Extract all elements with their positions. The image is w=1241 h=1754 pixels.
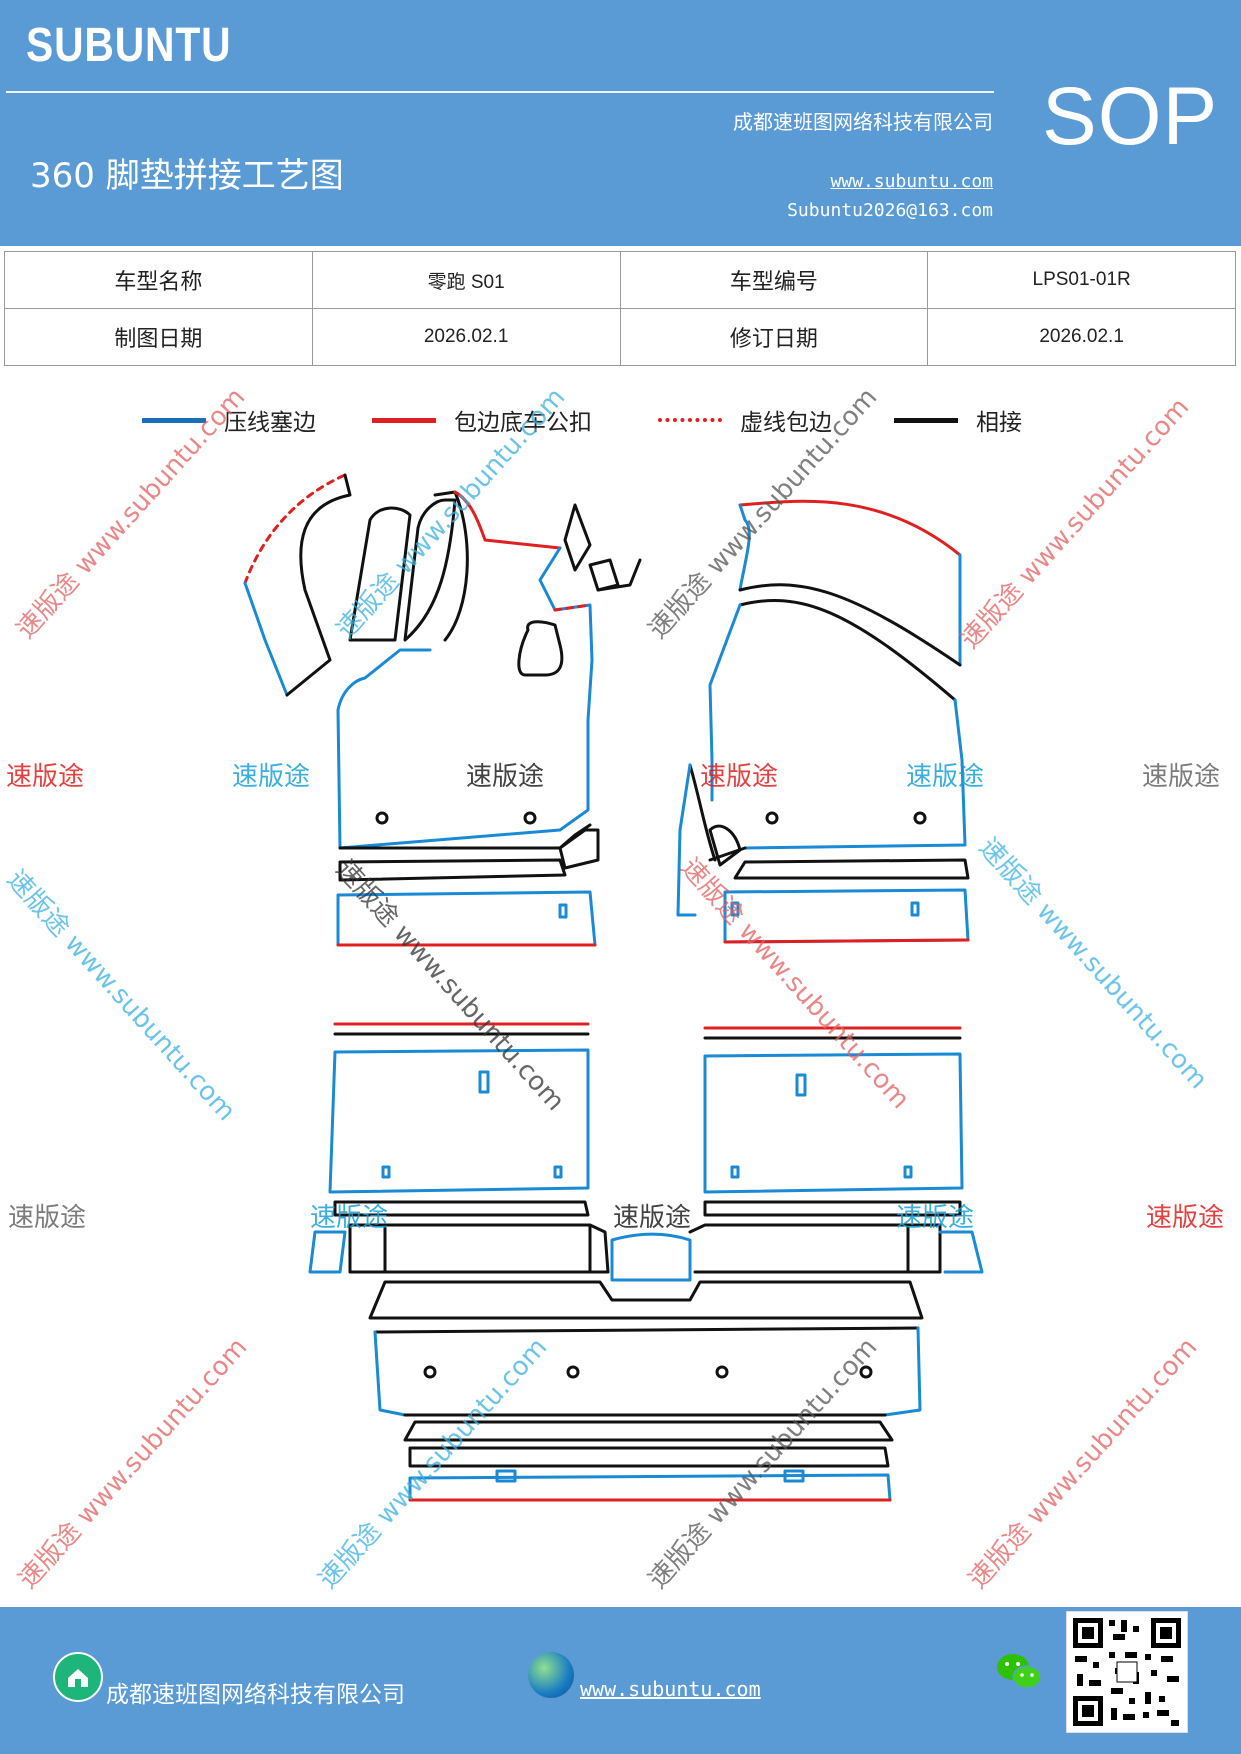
mat-outline: [738, 499, 962, 557]
mat-outline: [517, 620, 564, 677]
rear-left-mat: [328, 1022, 590, 1217]
sop-label: SOP: [1042, 71, 1219, 162]
blue-line-swatch: [142, 417, 206, 423]
legend-item-press-line: 压线塞边: [142, 400, 316, 440]
vehicle-info-table: 车型名称 零跑 S01 车型编号 LPS01-01R 制图日期 2026.02.…: [4, 251, 1236, 366]
mat-outline: [336, 546, 594, 850]
dashed-line-swatch: [658, 418, 722, 422]
home-badge-icon: [53, 1652, 103, 1702]
globe-icon: [528, 1652, 574, 1698]
mat-outline: [336, 890, 597, 947]
mat-outline: [723, 888, 970, 944]
draw-date-label: 制图日期: [4, 308, 313, 366]
mat-outline: [738, 598, 957, 702]
footer-website-link[interactable]: www.subuntu.com: [580, 1677, 761, 1701]
front-right-mat: [676, 499, 970, 944]
mat-outline: [703, 1052, 964, 1194]
mat-outline: [723, 938, 970, 944]
model-code-value: LPS01-01R: [927, 251, 1236, 309]
mat-outline: [906, 1223, 942, 1274]
header-website-link[interactable]: www.subuntu.com: [830, 171, 993, 192]
mat-outline: [743, 698, 967, 850]
header-company: 成都速班图网络科技有限公司: [733, 110, 993, 134]
header-divider: [6, 91, 994, 93]
mat-outline: [610, 1232, 692, 1282]
model-name-value: 零跑 S01: [311, 251, 621, 309]
legend-label: 包边底车公扣: [454, 410, 592, 436]
mat-outline: [676, 763, 697, 917]
mat-outline: [558, 828, 600, 870]
mat-outline: [688, 1223, 910, 1274]
revise-date-label: 修订日期: [619, 308, 929, 366]
mat-outline: [703, 1200, 962, 1217]
mat-outline: [553, 603, 592, 612]
black-line-swatch: [894, 417, 958, 423]
header-banner: SUBUNTU 成都速班图网络科技有限公司 360 脚垫拼接工艺图 www.su…: [0, 0, 1241, 246]
mat-outline: [688, 763, 717, 862]
mat-outline: [563, 503, 592, 572]
mat-outline: [373, 1330, 407, 1417]
mat-outline: [708, 824, 742, 867]
mat-outline: [938, 1230, 984, 1274]
mat-outline: [738, 583, 962, 667]
revise-date-value: 2026.02.1: [927, 308, 1236, 366]
legend-label: 虚线包边: [740, 410, 832, 436]
legend-item-dashed-wrap: 虚线包边: [658, 400, 832, 440]
mat-outline: [733, 858, 970, 880]
mat-outline: [453, 490, 562, 550]
table-row: 车型名称 零跑 S01 车型编号 LPS01-01R: [4, 251, 1236, 309]
legend-item-red-wrap: 包边底车公扣: [372, 400, 592, 440]
mat-outline: [738, 503, 751, 592]
qr-code: [1066, 1611, 1188, 1733]
legend-label: 相接: [976, 410, 1022, 436]
mat-outline: [883, 1326, 922, 1417]
front-left-mat: [243, 473, 642, 947]
model-code-label: 车型编号: [619, 251, 929, 309]
floor-mat-diagram: [243, 473, 984, 1502]
mat-outline: [373, 1326, 920, 1334]
mat-outline: [243, 581, 289, 697]
rear-bench-mat: [368, 1280, 924, 1502]
draw-date-value: 2026.02.1: [311, 308, 621, 366]
mat-outline: [383, 1223, 610, 1274]
mat-outline: [596, 558, 642, 592]
footer-company: 成都速班图网络科技有限公司: [106, 1682, 405, 1708]
mat-outline: [588, 558, 620, 592]
mat-outline: [308, 1230, 347, 1274]
legend-label: 压线塞边: [224, 410, 316, 436]
mat-outline: [408, 1446, 890, 1468]
footer-banner: 成都速班图网络科技有限公司 www.subuntu.com: [0, 1607, 1241, 1754]
mat-outline: [433, 490, 469, 642]
mat-outline: [368, 1280, 924, 1320]
mat-outline: [403, 498, 457, 642]
mat-outline: [408, 1473, 892, 1502]
mat-outline: [285, 473, 352, 697]
model-name-label: 车型名称: [4, 251, 313, 309]
rear-cross-strip: [308, 1223, 984, 1282]
mat-outline: [708, 603, 742, 802]
legend-item-join: 相接: [894, 400, 1022, 440]
mat-outline: [338, 858, 567, 882]
legend: 压线塞边 包边底车公扣 虚线包边 相接: [0, 400, 1241, 440]
page-title: 360 脚垫拼接工艺图: [30, 156, 344, 196]
wechat-icon[interactable]: [995, 1651, 1043, 1693]
mat-outline: [403, 1420, 894, 1442]
table-row: 制图日期 2026.02.1 修订日期 2026.02.1: [4, 308, 1236, 366]
red-line-swatch: [372, 417, 436, 423]
mat-outline: [243, 473, 347, 585]
brand-logo: SUBUNTU: [26, 19, 232, 72]
header-email: Subuntu2026@163.com: [787, 200, 993, 221]
mat-outline: [348, 506, 412, 642]
rear-right-mat: [703, 1026, 964, 1217]
mat-outline: [328, 1048, 590, 1194]
mat-outline: [333, 1200, 590, 1217]
